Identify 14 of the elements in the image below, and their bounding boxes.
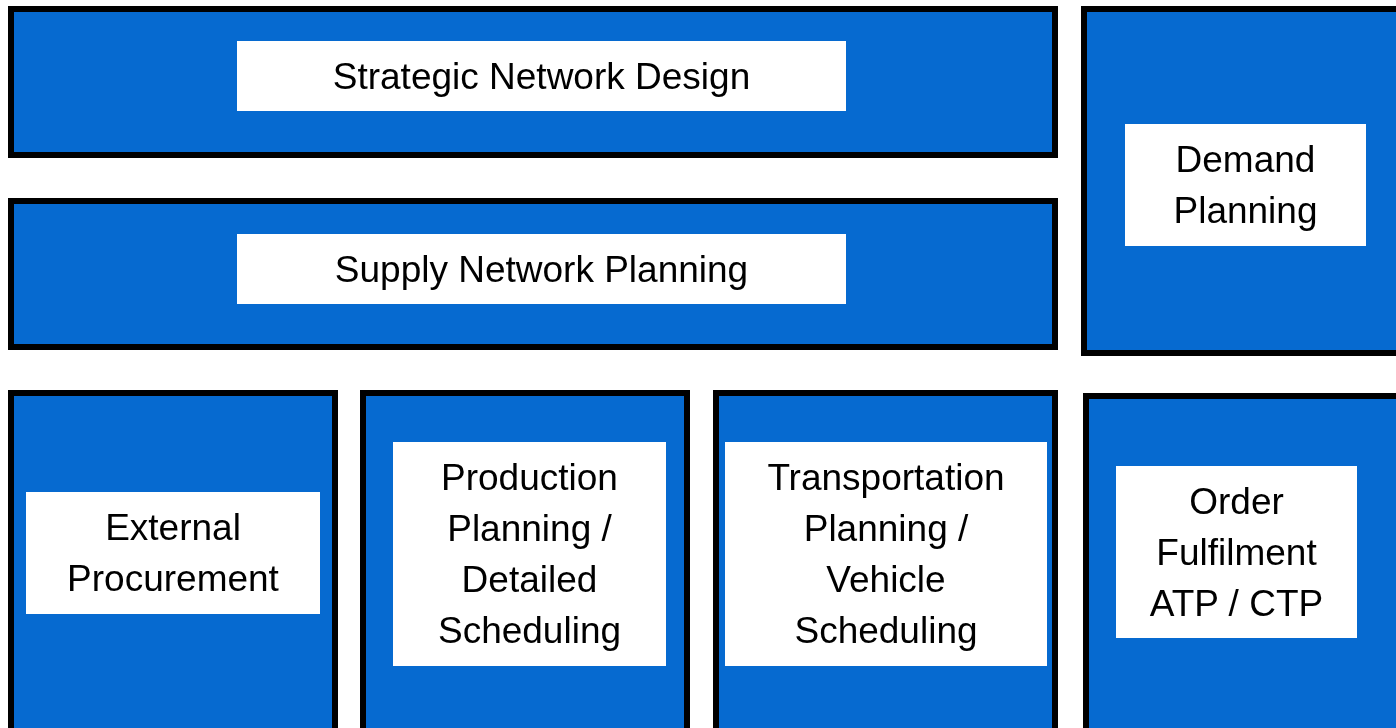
label-box: External Procurement xyxy=(26,492,320,614)
module-panel xyxy=(713,390,1058,728)
module-panel xyxy=(1081,6,1396,356)
module-panel xyxy=(8,390,338,728)
module-panel xyxy=(8,6,1058,158)
module-panel xyxy=(8,198,1058,350)
label-box: Supply Network Planning xyxy=(237,234,846,304)
label-box: Strategic Network Design xyxy=(237,41,846,111)
module-panel xyxy=(1083,393,1396,728)
label-box: Transportation Planning / Vehicle Scheduling xyxy=(725,442,1047,666)
label-box: Demand Planning xyxy=(1125,124,1366,246)
label-box: Production Planning / Detailed Scheduling xyxy=(393,442,666,666)
label-box: Order Fulfilment ATP / CTP xyxy=(1116,466,1357,638)
module-panel xyxy=(360,390,690,728)
